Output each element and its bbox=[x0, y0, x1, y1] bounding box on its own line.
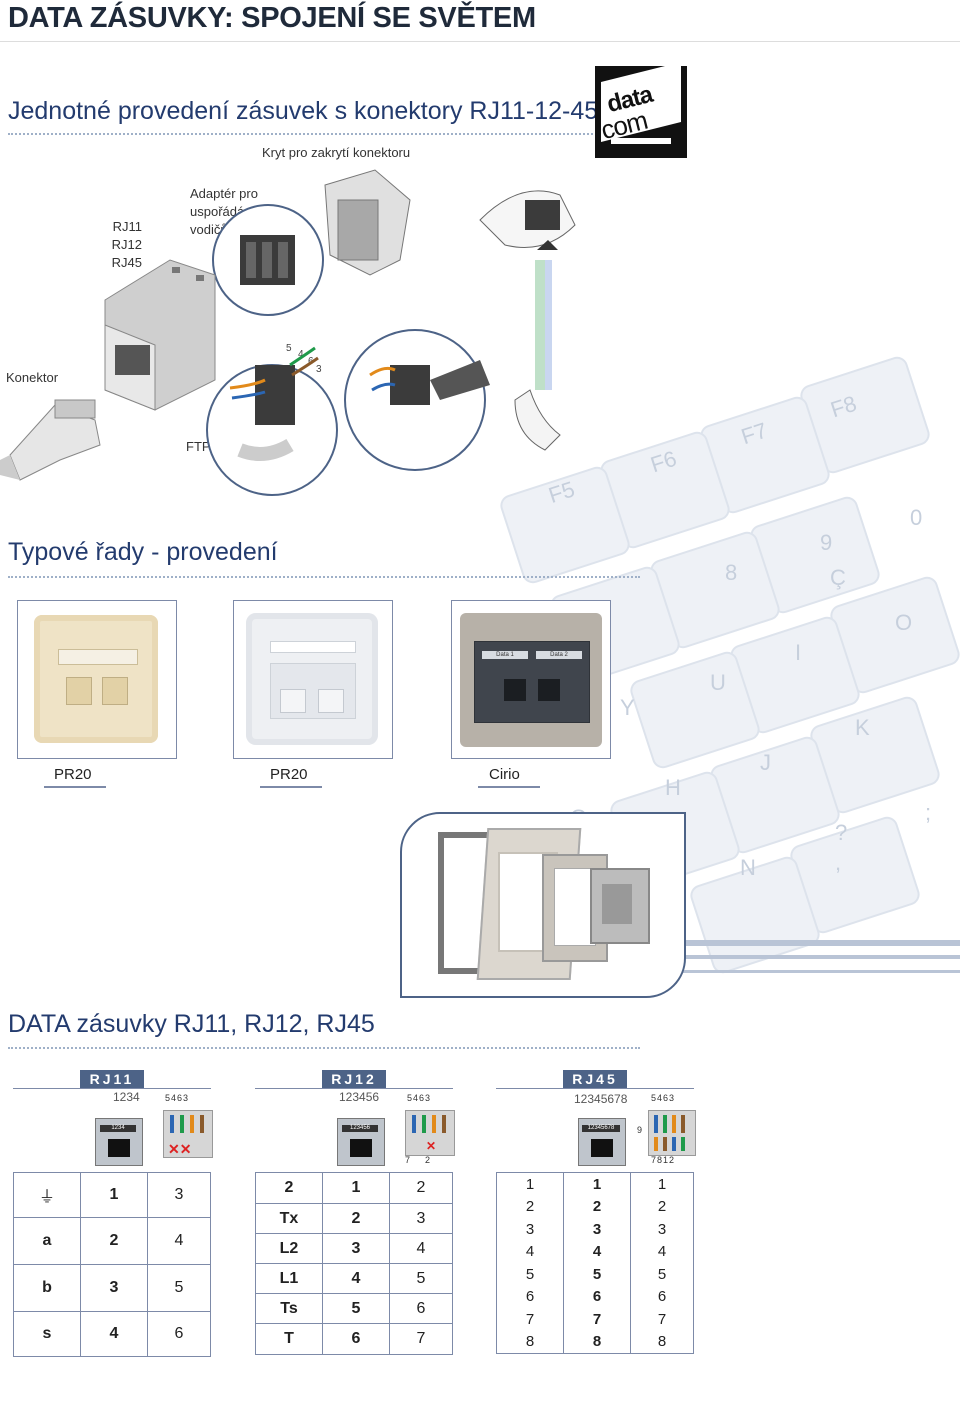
rj45-block: RJ45 12345678 5463 12345678 9 7812 bbox=[496, 1070, 696, 1170]
key-label: ; bbox=[925, 800, 931, 825]
rj12-term-label: 5463 bbox=[407, 1093, 432, 1103]
caption-cirio: Cirio bbox=[489, 766, 520, 783]
section3-heading: DATA zásuvky RJ11, RJ12, RJ45 bbox=[8, 1010, 375, 1038]
section1-heading: Jednotné provedení zásuvek s konektory R… bbox=[8, 97, 599, 125]
rj11-block: RJ11 1234 5463 1234 ✕✕ bbox=[13, 1070, 213, 1170]
ground-icon: ⏚ bbox=[13, 1172, 81, 1218]
caption-pr20-1: PR20 bbox=[54, 766, 92, 783]
key-label: N bbox=[740, 855, 756, 880]
key-label: J bbox=[760, 750, 771, 775]
product-card-pr20-white[interactable] bbox=[233, 600, 393, 759]
frame-assembly-illustration bbox=[400, 812, 686, 998]
rj45-terminal bbox=[648, 1110, 696, 1156]
rj12-title: RJ12 bbox=[322, 1070, 386, 1088]
key-label: U bbox=[710, 670, 726, 695]
rj11-title: RJ11 bbox=[80, 1070, 144, 1088]
key-label: 9 bbox=[820, 530, 832, 555]
rj11-socket-label: 1234 bbox=[100, 1125, 136, 1132]
rj45-socket-label: 12345678 bbox=[582, 1125, 620, 1132]
rj45-term-bottom: 7812 bbox=[651, 1155, 676, 1165]
rj45-term-label: 5463 bbox=[651, 1093, 676, 1103]
rj45-term-side: 9 bbox=[637, 1125, 643, 1135]
section2-heading: Typové řady - provedení bbox=[8, 538, 278, 566]
key-label: Y bbox=[620, 695, 635, 720]
rj45-pins-label: 12345678 bbox=[574, 1092, 628, 1106]
key-label: K bbox=[855, 715, 870, 740]
wire-number: 3 bbox=[316, 364, 322, 375]
rj-labels: RJ11 RJ12 RJ45 bbox=[111, 219, 142, 270]
rj11-term-label: 5463 bbox=[165, 1093, 190, 1103]
rj12-socket: 123456 bbox=[337, 1118, 385, 1166]
wire-number: 4 bbox=[298, 349, 304, 360]
key-label: 0 bbox=[910, 505, 922, 530]
key-label: Ç bbox=[830, 565, 846, 590]
key-label: , bbox=[835, 850, 841, 875]
rj12-socket-label: 123456 bbox=[342, 1125, 378, 1132]
caption-pr20-2: PR20 bbox=[270, 766, 308, 783]
connector-illustration bbox=[0, 169, 576, 496]
keyboard-background: F5 F6 F7 F8 0 9 8 Ç O I U Y K J H G N B … bbox=[460, 356, 960, 974]
cirio-label-2: Data 2 bbox=[536, 651, 582, 659]
key-label: 8 bbox=[725, 560, 737, 585]
rj11-terminal: ✕✕ bbox=[163, 1110, 213, 1158]
section3-rule bbox=[8, 1047, 640, 1049]
rj11-pins-label: 1234 bbox=[113, 1090, 140, 1104]
rj12-block: RJ12 123456 5463 123456 ✕ 7 2 bbox=[255, 1070, 455, 1170]
rj45-socket: 12345678 bbox=[578, 1118, 626, 1166]
rj12-pins-label: 123456 bbox=[339, 1090, 380, 1104]
cirio-label-1: Data 1 bbox=[482, 651, 528, 659]
datacom-logo: data com bbox=[595, 62, 687, 158]
rj12-terminal: ✕ bbox=[405, 1110, 455, 1156]
rj11-socket: 1234 bbox=[95, 1118, 143, 1166]
wire-number: 5 bbox=[286, 343, 292, 354]
key-label: O bbox=[895, 610, 912, 635]
product-card-cirio[interactable]: Data 1 Data 2 bbox=[451, 600, 611, 759]
page-title: DATA ZÁSUVKY: SPOJENÍ SE SVĚTEM bbox=[8, 2, 536, 34]
section2-rule bbox=[8, 576, 640, 578]
section1-rule bbox=[8, 133, 648, 135]
rj45-title: RJ45 bbox=[563, 1070, 627, 1088]
connector-label: Konektor bbox=[6, 370, 59, 385]
product-card-pr20-beige[interactable] bbox=[17, 600, 177, 759]
key-label: H bbox=[665, 775, 681, 800]
cover-label: Kryt pro zakrytí konektoru bbox=[262, 145, 411, 160]
rj12-term-bottom: 7 2 bbox=[405, 1155, 431, 1165]
key-label: I bbox=[795, 640, 801, 665]
key-label: ? bbox=[835, 820, 847, 845]
